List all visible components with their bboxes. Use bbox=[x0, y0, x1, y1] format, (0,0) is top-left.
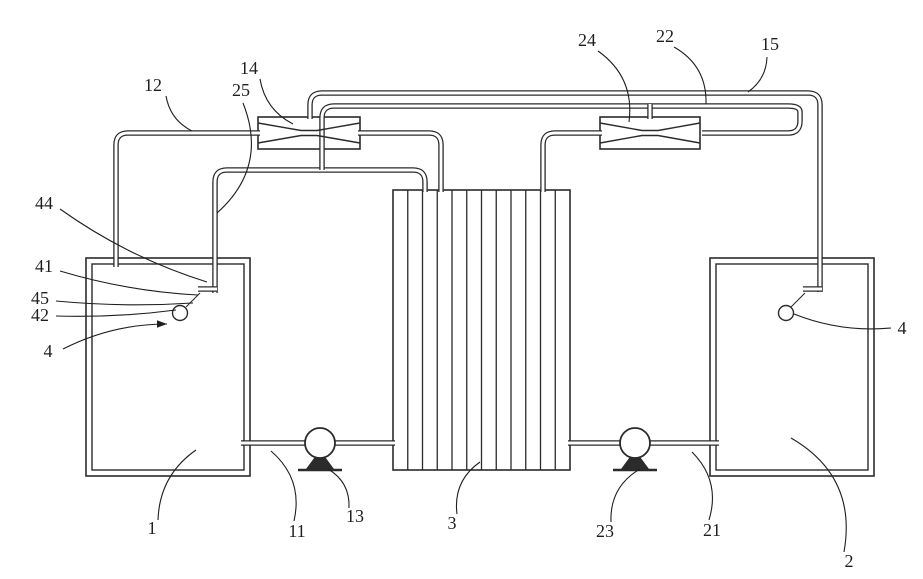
venturi-24-body bbox=[599, 116, 701, 150]
leader-11 bbox=[270, 450, 297, 522]
tank-2-inner-wall bbox=[715, 263, 869, 471]
tank-1-inner-wall bbox=[91, 263, 245, 471]
ref-label-12: 12 bbox=[144, 75, 162, 95]
pump-23-stand bbox=[621, 450, 649, 469]
leader-42 bbox=[55, 309, 177, 317]
ref-label-14: 14 bbox=[240, 58, 258, 78]
ref-label-23: 23 bbox=[596, 521, 614, 541]
ref-label-4-left: 4 bbox=[44, 341, 53, 361]
float-ball-tank2 bbox=[777, 304, 795, 322]
leader-41 bbox=[59, 270, 199, 296]
venturi-24-throat-bottom bbox=[599, 134, 701, 144]
ref-label-3: 3 bbox=[448, 513, 457, 533]
leader-44 bbox=[59, 208, 208, 283]
leader-45 bbox=[55, 300, 194, 306]
pipe-12-tank1-to-venturi14-bore bbox=[114, 131, 260, 267]
ref-label-15: 15 bbox=[761, 34, 779, 54]
leader-13 bbox=[327, 468, 350, 509]
pipe-22-top-transfer-to-venturi24-bore bbox=[320, 104, 802, 170]
float-ball-tank1 bbox=[171, 304, 189, 322]
ref-label-44: 44 bbox=[35, 193, 53, 213]
ref-label-21: 21 bbox=[703, 520, 721, 540]
pipe-15-top-transfer-to-tank2-bore bbox=[308, 91, 822, 292]
tank-2-outer-wall bbox=[709, 257, 875, 477]
venturi-24-throat-top bbox=[599, 122, 701, 132]
leader-21 bbox=[691, 451, 713, 521]
ref-label-11: 11 bbox=[288, 521, 305, 541]
ref-label-2: 2 bbox=[845, 551, 854, 571]
leader-24 bbox=[597, 50, 631, 123]
leader-1 bbox=[157, 449, 197, 521]
leader-23 bbox=[610, 468, 641, 523]
ref-label-4-right: 4 bbox=[898, 318, 907, 338]
leader-3 bbox=[455, 461, 481, 515]
ref-label-24: 24 bbox=[578, 30, 596, 50]
ref-label-22: 22 bbox=[656, 26, 674, 46]
leader-4-left bbox=[62, 323, 168, 350]
leader-14 bbox=[259, 78, 294, 125]
ref-label-13: 13 bbox=[346, 506, 364, 526]
pipe-venturi24-to-module-bore bbox=[541, 131, 602, 192]
venturi-14-throat-bottom bbox=[257, 134, 361, 144]
float-link-tank2 bbox=[790, 292, 806, 308]
leader-22 bbox=[673, 46, 707, 105]
pipe-venturi14-to-module-bore bbox=[358, 131, 443, 192]
pump-13-stand bbox=[306, 450, 334, 469]
tank-1-outer-wall bbox=[85, 257, 251, 477]
ref-label-1: 1 bbox=[148, 518, 157, 538]
ref-label-45: 45 bbox=[31, 288, 49, 308]
leader-15 bbox=[747, 56, 768, 93]
leader-2 bbox=[790, 437, 847, 553]
leader-25 bbox=[216, 102, 252, 214]
leader-12 bbox=[165, 95, 193, 132]
ref-label-41: 41 bbox=[35, 256, 53, 276]
ref-label-42: 42 bbox=[31, 305, 49, 325]
leader-arrowhead-4-left bbox=[156, 320, 167, 328]
pump-23-body bbox=[619, 427, 651, 459]
venturi-14-throat-top bbox=[257, 122, 361, 132]
leader-4-right bbox=[793, 313, 892, 330]
pump-13-body bbox=[304, 427, 336, 459]
venturi-14-body bbox=[257, 116, 361, 150]
ref-label-25: 25 bbox=[232, 80, 250, 100]
